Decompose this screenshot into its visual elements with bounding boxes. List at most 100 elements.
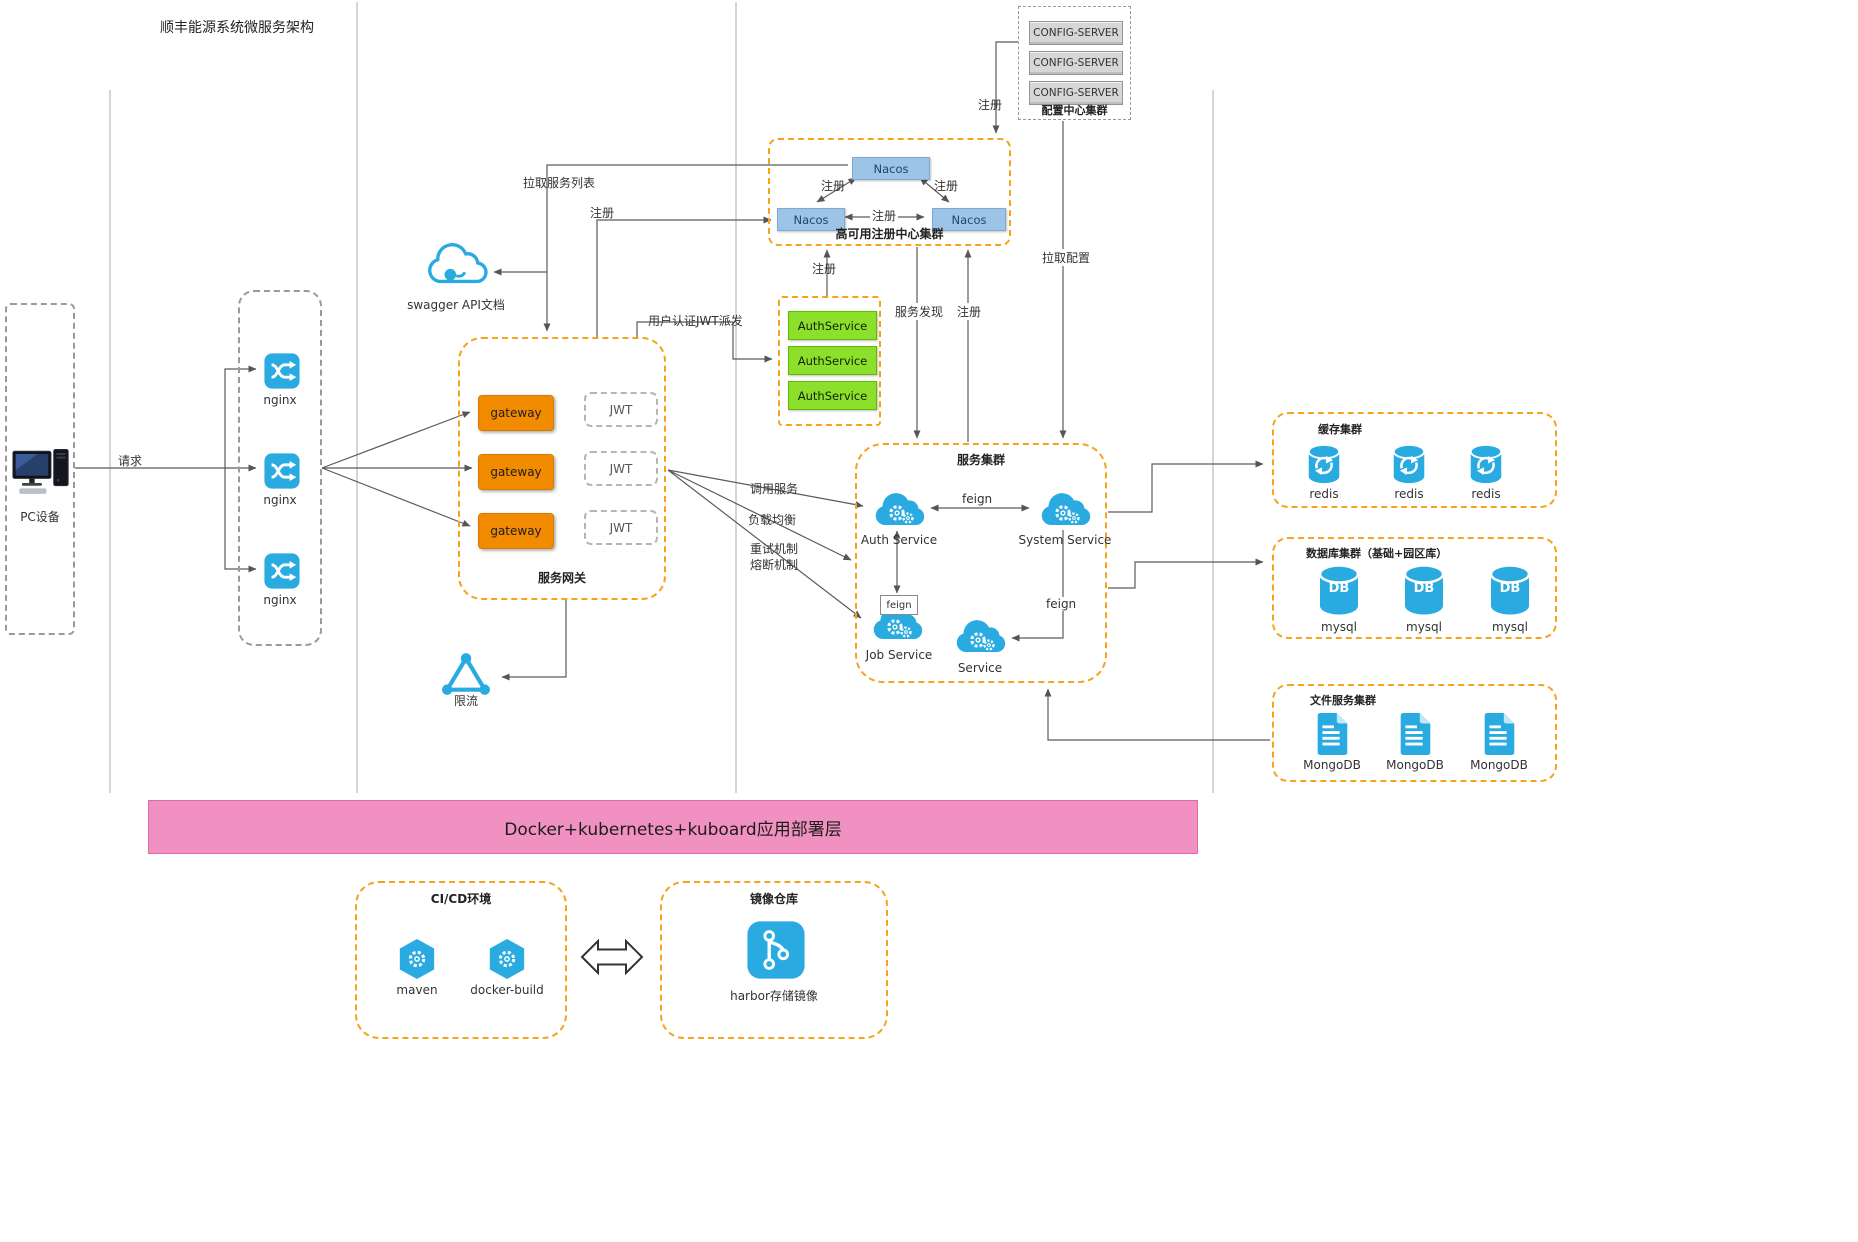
edge-label-register: 注册	[821, 179, 846, 193]
mysql-db-icon: DB	[1401, 563, 1447, 617]
maven-hex-icon	[396, 937, 438, 981]
edge-label-jwt-issue: 用户认证JWT派发	[648, 314, 743, 328]
gateway-node: gateway	[478, 513, 554, 549]
registry-cluster-box: Nacos Nacos Nacos 高可用注册中心集群	[768, 138, 1011, 246]
nacos-node: Nacos	[852, 157, 930, 180]
config-server-node: CONFIG-SERVER	[1029, 51, 1123, 75]
job-service-label: Job Service	[865, 648, 933, 662]
nginx-icon	[263, 352, 301, 390]
edge-label-register: 注册	[870, 207, 899, 224]
image-repo-title: 镜像仓库	[749, 892, 798, 906]
service-gateway-title: 服务网关	[537, 571, 586, 585]
auth-service-label: Auth Service	[860, 533, 938, 547]
service-label: Service	[957, 661, 1003, 675]
edge-label-register: 注册	[590, 206, 615, 220]
mongodb-doc-icon	[1478, 710, 1520, 758]
system-service-cloud-icon	[1037, 490, 1093, 530]
file-cluster-box: 文件服务集群 MongoDB MongoDB MongoDB	[1272, 684, 1557, 782]
mongodb-label: MongoDB	[1386, 758, 1444, 772]
edge-label-request: 请求	[118, 454, 143, 468]
harbor-git-icon	[745, 919, 807, 981]
jwt-node: JWT	[584, 392, 658, 427]
rate-limit-label: 限流	[453, 694, 478, 708]
page-title: 顺丰能源系统微服务架构	[160, 20, 314, 36]
gateway-node: gateway	[478, 395, 554, 431]
edge-label-retry: 重试机制	[750, 542, 799, 556]
auth-service-node: AuthService	[788, 311, 877, 340]
service-cloud-icon	[952, 617, 1008, 657]
nginx-label: nginx	[263, 393, 297, 407]
mongodb-label: MongoDB	[1303, 758, 1361, 772]
cache-cluster-box: 缓存集群 redis redis redis	[1272, 412, 1557, 508]
config-center-box: CONFIG-SERVER CONFIG-SERVER CONFIG-SERVE…	[1018, 6, 1131, 120]
mysql-label: mysql	[1406, 620, 1442, 634]
edge-label-register: 注册	[934, 179, 959, 193]
cicd-title: CI/CD环境	[430, 892, 492, 906]
edge-label-feign: feign	[960, 492, 995, 506]
nginx-cluster-box: nginx nginx nginx	[238, 290, 322, 646]
docker-build-hex-icon	[486, 937, 528, 981]
redis-icon	[1303, 442, 1345, 486]
swagger-label: swagger API文档	[407, 298, 505, 312]
edge-label-feign-box: feign	[880, 595, 918, 615]
mongodb-label: MongoDB	[1470, 758, 1528, 772]
gateway-node: gateway	[478, 454, 554, 490]
jwt-node: JWT	[584, 451, 658, 486]
auth-service-group-box: AuthService AuthService AuthService	[778, 296, 881, 426]
nginx-icon	[263, 452, 301, 490]
edge-label-call-service: 调用服务	[750, 482, 799, 496]
edge-label-feign: feign	[1044, 597, 1079, 611]
nginx-icon	[263, 552, 301, 590]
config-center-title: 配置中心集群	[1041, 104, 1108, 117]
registry-cluster-title: 高可用注册中心集群	[835, 227, 944, 241]
auth-service-node: AuthService	[788, 346, 877, 375]
config-server-node: CONFIG-SERVER	[1029, 21, 1123, 45]
auth-service-cloud-icon	[871, 490, 927, 530]
mysql-label: mysql	[1321, 620, 1357, 634]
edge-label-pull-service-list: 拉取服务列表	[523, 176, 596, 190]
mysql-db-icon: DB	[1316, 563, 1362, 617]
nginx-label: nginx	[263, 493, 297, 507]
service-cluster-box: 服务集群 Auth Service System Service Job Ser…	[855, 443, 1111, 683]
nginx-label: nginx	[263, 593, 297, 607]
edge-label-register: 注册	[955, 303, 984, 320]
image-repo-box: 镜像仓库 harbor存储镜像	[660, 881, 888, 1039]
cicd-box: CI/CD环境 maven docker-build	[355, 881, 567, 1039]
lane-lines	[109, 2, 1214, 793]
docker-build-label: docker-build	[470, 983, 544, 997]
mysql-label: mysql	[1492, 620, 1528, 634]
redis-label: redis	[1471, 487, 1501, 501]
config-server-node: CONFIG-SERVER	[1029, 81, 1123, 105]
db-cluster-box: 数据库集群（基础+园区库） DB mysql DB mysql DB mysql	[1272, 537, 1557, 639]
harbor-label: harbor存储镜像	[730, 989, 818, 1003]
arrows	[75, 41, 1270, 741]
auth-service-node: AuthService	[788, 381, 877, 410]
redis-label: redis	[1394, 487, 1424, 501]
edge-label-register: 注册	[812, 262, 837, 276]
service-cluster-title: 服务集群	[956, 453, 1005, 467]
system-service-label: System Service	[1018, 533, 1112, 547]
edge-label-service-discovery: 服务发现	[893, 303, 946, 320]
mongodb-doc-icon	[1311, 710, 1353, 758]
deployment-layer-bar: Docker+kubernetes+kuboard应用部署层	[148, 800, 1198, 854]
redis-icon	[1388, 442, 1430, 486]
pc-device-box: PC设备	[5, 303, 75, 635]
file-cluster-title: 文件服务集群	[1310, 694, 1376, 707]
edge-label-register: 注册	[978, 98, 1003, 112]
jwt-node: JWT	[584, 510, 658, 545]
rate-limit-icon	[438, 650, 494, 698]
service-gateway-box: gateway gateway gateway JWT JWT JWT 服务网关	[458, 337, 666, 600]
cicd-repo-double-arrow-icon	[580, 938, 644, 976]
redis-label: redis	[1309, 487, 1339, 501]
pc-device-label: PC设备	[20, 510, 60, 524]
db-cluster-title: 数据库集群（基础+园区库）	[1306, 547, 1448, 560]
nacos-node: Nacos	[932, 208, 1006, 231]
cache-cluster-title: 缓存集群	[1318, 423, 1362, 436]
redis-icon	[1465, 442, 1507, 486]
pc-computer-icon	[12, 447, 70, 499]
mysql-db-icon: DB	[1487, 563, 1533, 617]
mongodb-doc-icon	[1394, 710, 1436, 758]
swagger-cloud-icon	[424, 240, 492, 292]
